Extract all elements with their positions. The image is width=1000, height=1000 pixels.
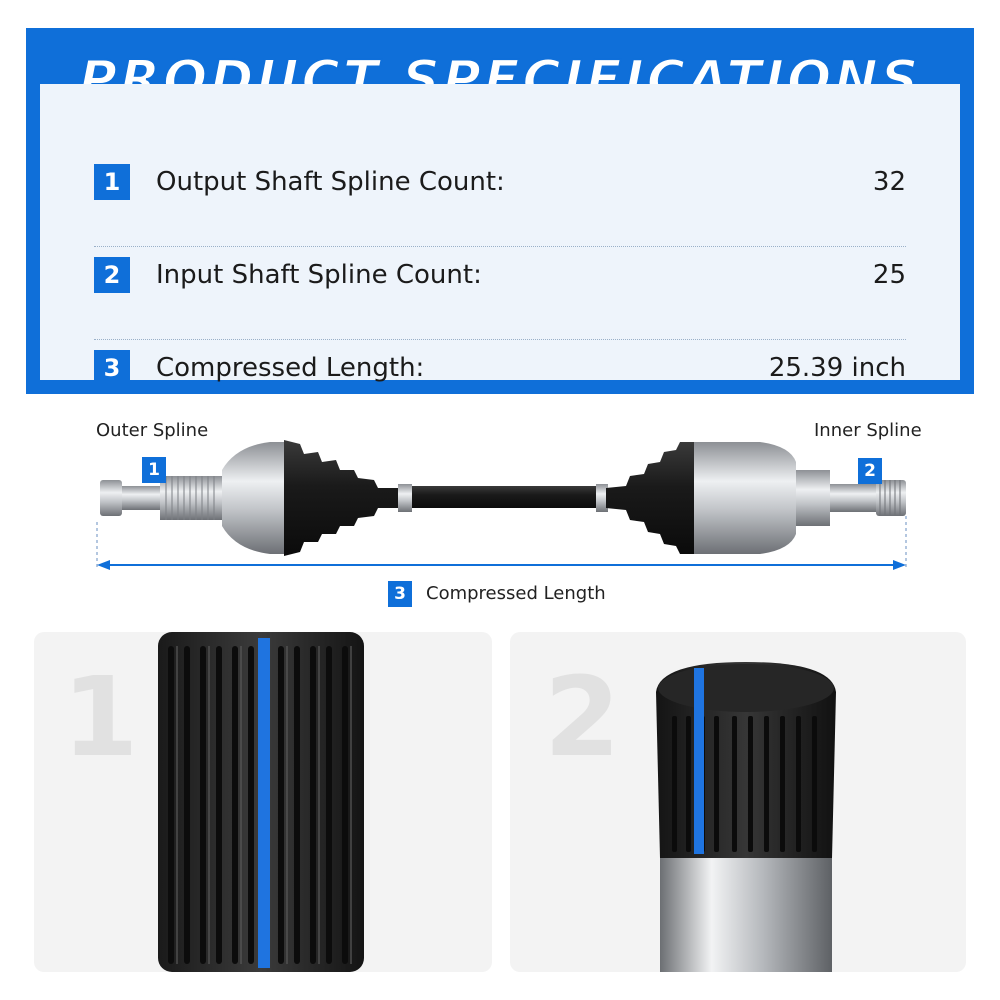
spec-row-output-spline: 1 Output Shaft Spline Count: 32 bbox=[94, 136, 906, 228]
spec-value: 25.39 inch bbox=[768, 353, 906, 383]
arrow-left-icon bbox=[97, 560, 110, 570]
boot-clamp bbox=[596, 484, 608, 512]
detail-card-inner-spline: 2 bbox=[510, 632, 966, 972]
spec-number-badge: 2 bbox=[94, 257, 130, 293]
spec-number-badge: 3 bbox=[94, 350, 130, 386]
spec-value: 25 bbox=[872, 260, 906, 290]
spec-label: Compressed Length: bbox=[156, 353, 425, 383]
spec-label: Output Shaft Spline Count: bbox=[156, 167, 505, 197]
spec-panel: PRODUCT SPECIFICATIONS 1 Output Shaft Sp… bbox=[26, 28, 974, 394]
compressed-length-label: Compressed Length bbox=[426, 583, 606, 604]
inner-cv-housing bbox=[694, 442, 796, 554]
inner-spline-closeup bbox=[656, 662, 836, 972]
spline-marker-stripe bbox=[694, 668, 704, 854]
spec-row-input-spline: 2 Input Shaft Spline Count: 25 bbox=[94, 229, 906, 321]
inner-spline-label: Inner Spline bbox=[814, 420, 922, 441]
divider bbox=[94, 246, 906, 247]
inner-housing-neck bbox=[796, 470, 830, 526]
inner-spline-stub bbox=[830, 480, 906, 516]
spec-value: 32 bbox=[872, 167, 906, 197]
axle-shaft bbox=[412, 486, 600, 508]
outer-spline-label: Outer Spline bbox=[96, 420, 209, 441]
card-number: 1 bbox=[62, 653, 139, 781]
spec-number-badge: 1 bbox=[94, 164, 130, 200]
length-badge: 3 bbox=[388, 581, 412, 607]
card-number: 2 bbox=[544, 653, 621, 781]
outer-spline-closeup bbox=[158, 632, 364, 972]
outer-cv-housing bbox=[222, 442, 286, 554]
spline-marker-stripe bbox=[258, 638, 270, 968]
detail-card-outer-spline: 1 bbox=[34, 632, 492, 972]
arrow-right-icon bbox=[893, 560, 906, 570]
inner-spline-badge: 2 bbox=[858, 458, 882, 484]
spec-label: Input Shaft Spline Count: bbox=[156, 260, 482, 290]
inner-cv-boot bbox=[606, 442, 694, 554]
spec-row-compressed-length: 3 Compressed Length: 25.39 inch bbox=[94, 322, 906, 414]
divider bbox=[94, 339, 906, 340]
outer-spline-badge: 1 bbox=[142, 457, 166, 483]
cv-axle-illustration bbox=[96, 440, 907, 570]
outer-spline-stub bbox=[100, 476, 222, 520]
outer-cv-boot bbox=[284, 440, 400, 556]
axle-diagram: Outer Spline Inner Spline 1 2 3 Compress… bbox=[0, 400, 1000, 620]
boot-clamp bbox=[398, 484, 412, 512]
spec-table: 1 Output Shaft Spline Count: 32 2 Input … bbox=[40, 84, 960, 386]
